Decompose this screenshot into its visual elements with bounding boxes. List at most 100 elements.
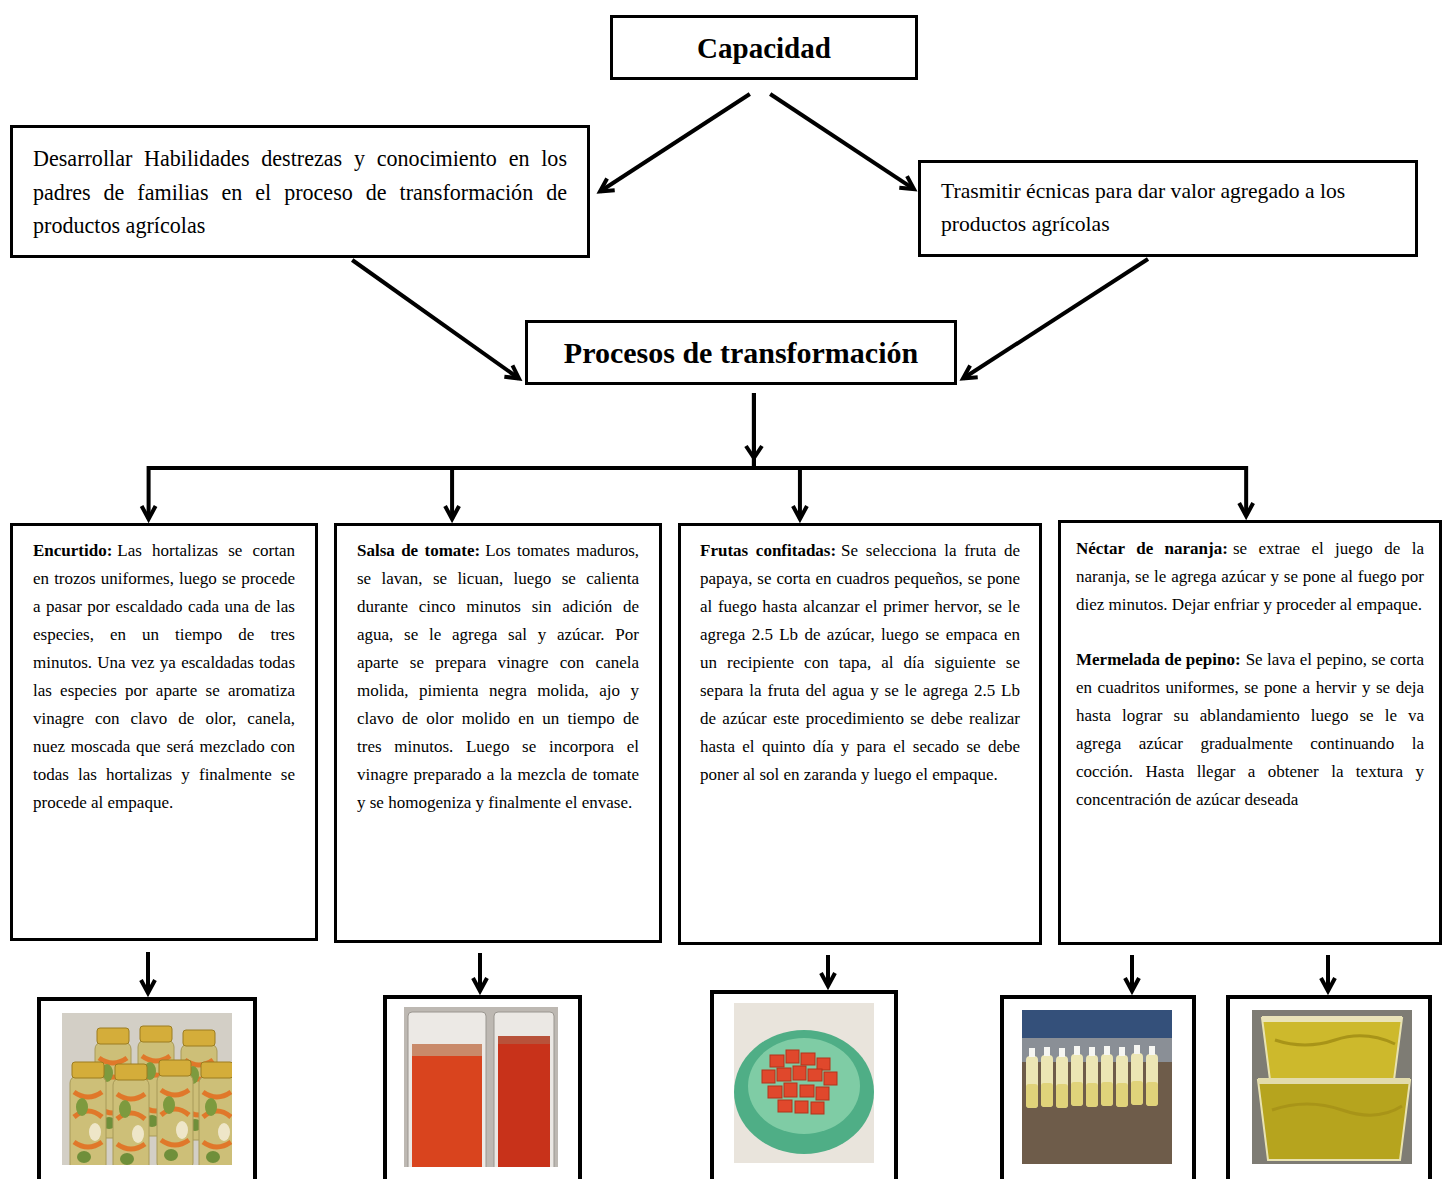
candied-fruit-photo [793, 1066, 806, 1080]
connector-arrow [149, 393, 754, 519]
tomato-sauce-photo [494, 1012, 554, 1167]
connector-arrow [600, 94, 750, 192]
candied-fruit-photo [816, 1087, 829, 1100]
candied-fruit-photo [770, 1055, 784, 1067]
body-text: Trasmitir écnicas para dar valor agregad… [941, 179, 1345, 236]
photo-frame [39, 999, 255, 1179]
candied-fruit-photo [800, 1085, 814, 1097]
orange-nectar-photo [1146, 1046, 1158, 1106]
text-paragraph: Procesos de transformación [564, 334, 918, 372]
tomato-sauce-photo [412, 1052, 482, 1167]
heading-text: Salsa de tomate: [357, 541, 480, 560]
candied-fruit-photo [784, 1083, 797, 1097]
body-text: Las hortalizas se cortan en trozos unifo… [33, 541, 295, 812]
photo-arrow [1326, 955, 1330, 991]
candied-fruit-photo [762, 1070, 775, 1083]
orange-nectar-photo [1056, 1048, 1068, 1108]
tomato-sauce-photo [404, 1007, 558, 1167]
candied-fruit-photo [734, 1003, 874, 1163]
orange-nectar-photo [1131, 1045, 1143, 1105]
connector-arrow [352, 260, 519, 379]
candied-fruit-photo [778, 1100, 792, 1112]
candied-fruit-photo [801, 1053, 815, 1065]
photo-frame [1228, 997, 1430, 1179]
candied-fruit-photo [808, 1069, 822, 1081]
candied-fruit-photo [817, 1058, 830, 1070]
photo-arrow [148, 952, 1328, 993]
connector-arrow [452, 393, 754, 519]
heading-text: Encurtido: [33, 541, 112, 560]
text-paragraph: Néctar de naranja:se extrae el juego de … [1076, 535, 1424, 619]
heading-text: Mermelada de pepino: [1076, 650, 1241, 669]
connector-arrow [963, 259, 1148, 379]
orange-nectar-photo [1101, 1046, 1113, 1106]
pickle-jars-photo [199, 1062, 232, 1165]
pickle-jars-photo [157, 1060, 193, 1165]
orange-nectar-photo [1041, 1047, 1053, 1107]
recipe-box: Néctar de naranja:se extrae el juego de … [1058, 520, 1442, 945]
capacity-box: Capacidad [610, 15, 918, 80]
orange-nectar-photo [1022, 1010, 1172, 1164]
recipe-box: Encurtido:Las hortalizas se cortan en tr… [10, 523, 318, 941]
photo-arrow [478, 953, 482, 991]
heading-text: Capacidad [697, 32, 831, 64]
photo-frame [385, 997, 580, 1179]
objective-box: Desarrollar Habilidades destrezas y cono… [10, 125, 590, 258]
heading-text: Procesos de transformación [564, 336, 918, 369]
cucumber-jam-photo [1262, 1016, 1402, 1022]
connector-arrow [754, 393, 1246, 516]
heading-text: Frutas confitadas: [700, 541, 836, 560]
text-paragraph: Desarrollar Habilidades destrezas y cono… [33, 142, 567, 243]
text-paragraph: Capacidad [697, 30, 831, 66]
split-arrowhead [746, 446, 762, 458]
candied-fruit-photo [795, 1101, 808, 1113]
objective-box: Trasmitir écnicas para dar valor agregad… [918, 160, 1418, 257]
photo-arrow [1130, 955, 1134, 991]
cucumber-jam-photo [1262, 1018, 1402, 1080]
orange-nectar-photo [1026, 1048, 1038, 1108]
photo-frame [712, 992, 896, 1179]
photo-arrow [826, 955, 830, 986]
recipe-box: Salsa de tomate:Los tomates maduros, se … [334, 523, 662, 943]
tomato-sauce-photo [498, 1040, 550, 1167]
candied-fruit-photo [824, 1072, 837, 1085]
candied-fruit-photo [734, 1030, 874, 1154]
cucumber-jam-photo [1272, 1036, 1402, 1115]
candied-fruit-photo [768, 1086, 782, 1098]
pickle-jars-photo [113, 1064, 149, 1165]
body-text: Desarrollar Habilidades destrezas y cono… [33, 146, 567, 238]
cucumber-jam-photo [1252, 1010, 1412, 1164]
body-text: Los tomates maduros, se lavan, se licuan… [357, 541, 639, 812]
candied-fruit-photo [762, 1050, 837, 1114]
candied-fruit-photo [734, 1003, 874, 1163]
text-paragraph: Encurtido:Las hortalizas se cortan en tr… [33, 537, 295, 817]
text-paragraph: Trasmitir écnicas para dar valor agregad… [941, 175, 1395, 241]
body-text: Se lava el pepino, se corta en cuadritos… [1076, 650, 1424, 809]
pickle-jars-photo [70, 1062, 106, 1165]
connector-arrow [754, 393, 800, 519]
orange-nectar-photo [1022, 1010, 1172, 1164]
pickle-jars-photo [62, 1013, 232, 1165]
connector-arrow [770, 94, 914, 189]
candied-fruit-photo [786, 1050, 799, 1063]
heading-text: Néctar de naranja: [1076, 539, 1228, 558]
orange-nectar-photo [1086, 1047, 1098, 1107]
process-heading-box: Procesos de transformación [525, 320, 957, 385]
photo-frame [1002, 997, 1194, 1179]
tomato-sauce-photo [412, 1044, 482, 1056]
candied-fruit-photo [777, 1068, 791, 1081]
photo-arrow [146, 952, 150, 993]
orange-nectar-photo [1116, 1047, 1128, 1107]
orange-nectar-photo [1071, 1046, 1083, 1106]
text-paragraph: Frutas confitadas:Se selecciona la fruta… [700, 537, 1020, 789]
candied-fruit-photo [748, 1038, 860, 1134]
text-paragraph: Mermelada de pepino:Se lava el pepino, s… [1076, 646, 1424, 814]
cucumber-jam-photo [1258, 1078, 1410, 1084]
text-paragraph: Salsa de tomate:Los tomates maduros, se … [357, 537, 639, 817]
cucumber-jam-photo [1252, 1010, 1412, 1164]
tomato-sauce-photo [498, 1036, 550, 1044]
candied-fruit-photo [811, 1102, 824, 1114]
photo-frame [39, 992, 1430, 1179]
cucumber-jam-photo [1258, 1080, 1410, 1160]
